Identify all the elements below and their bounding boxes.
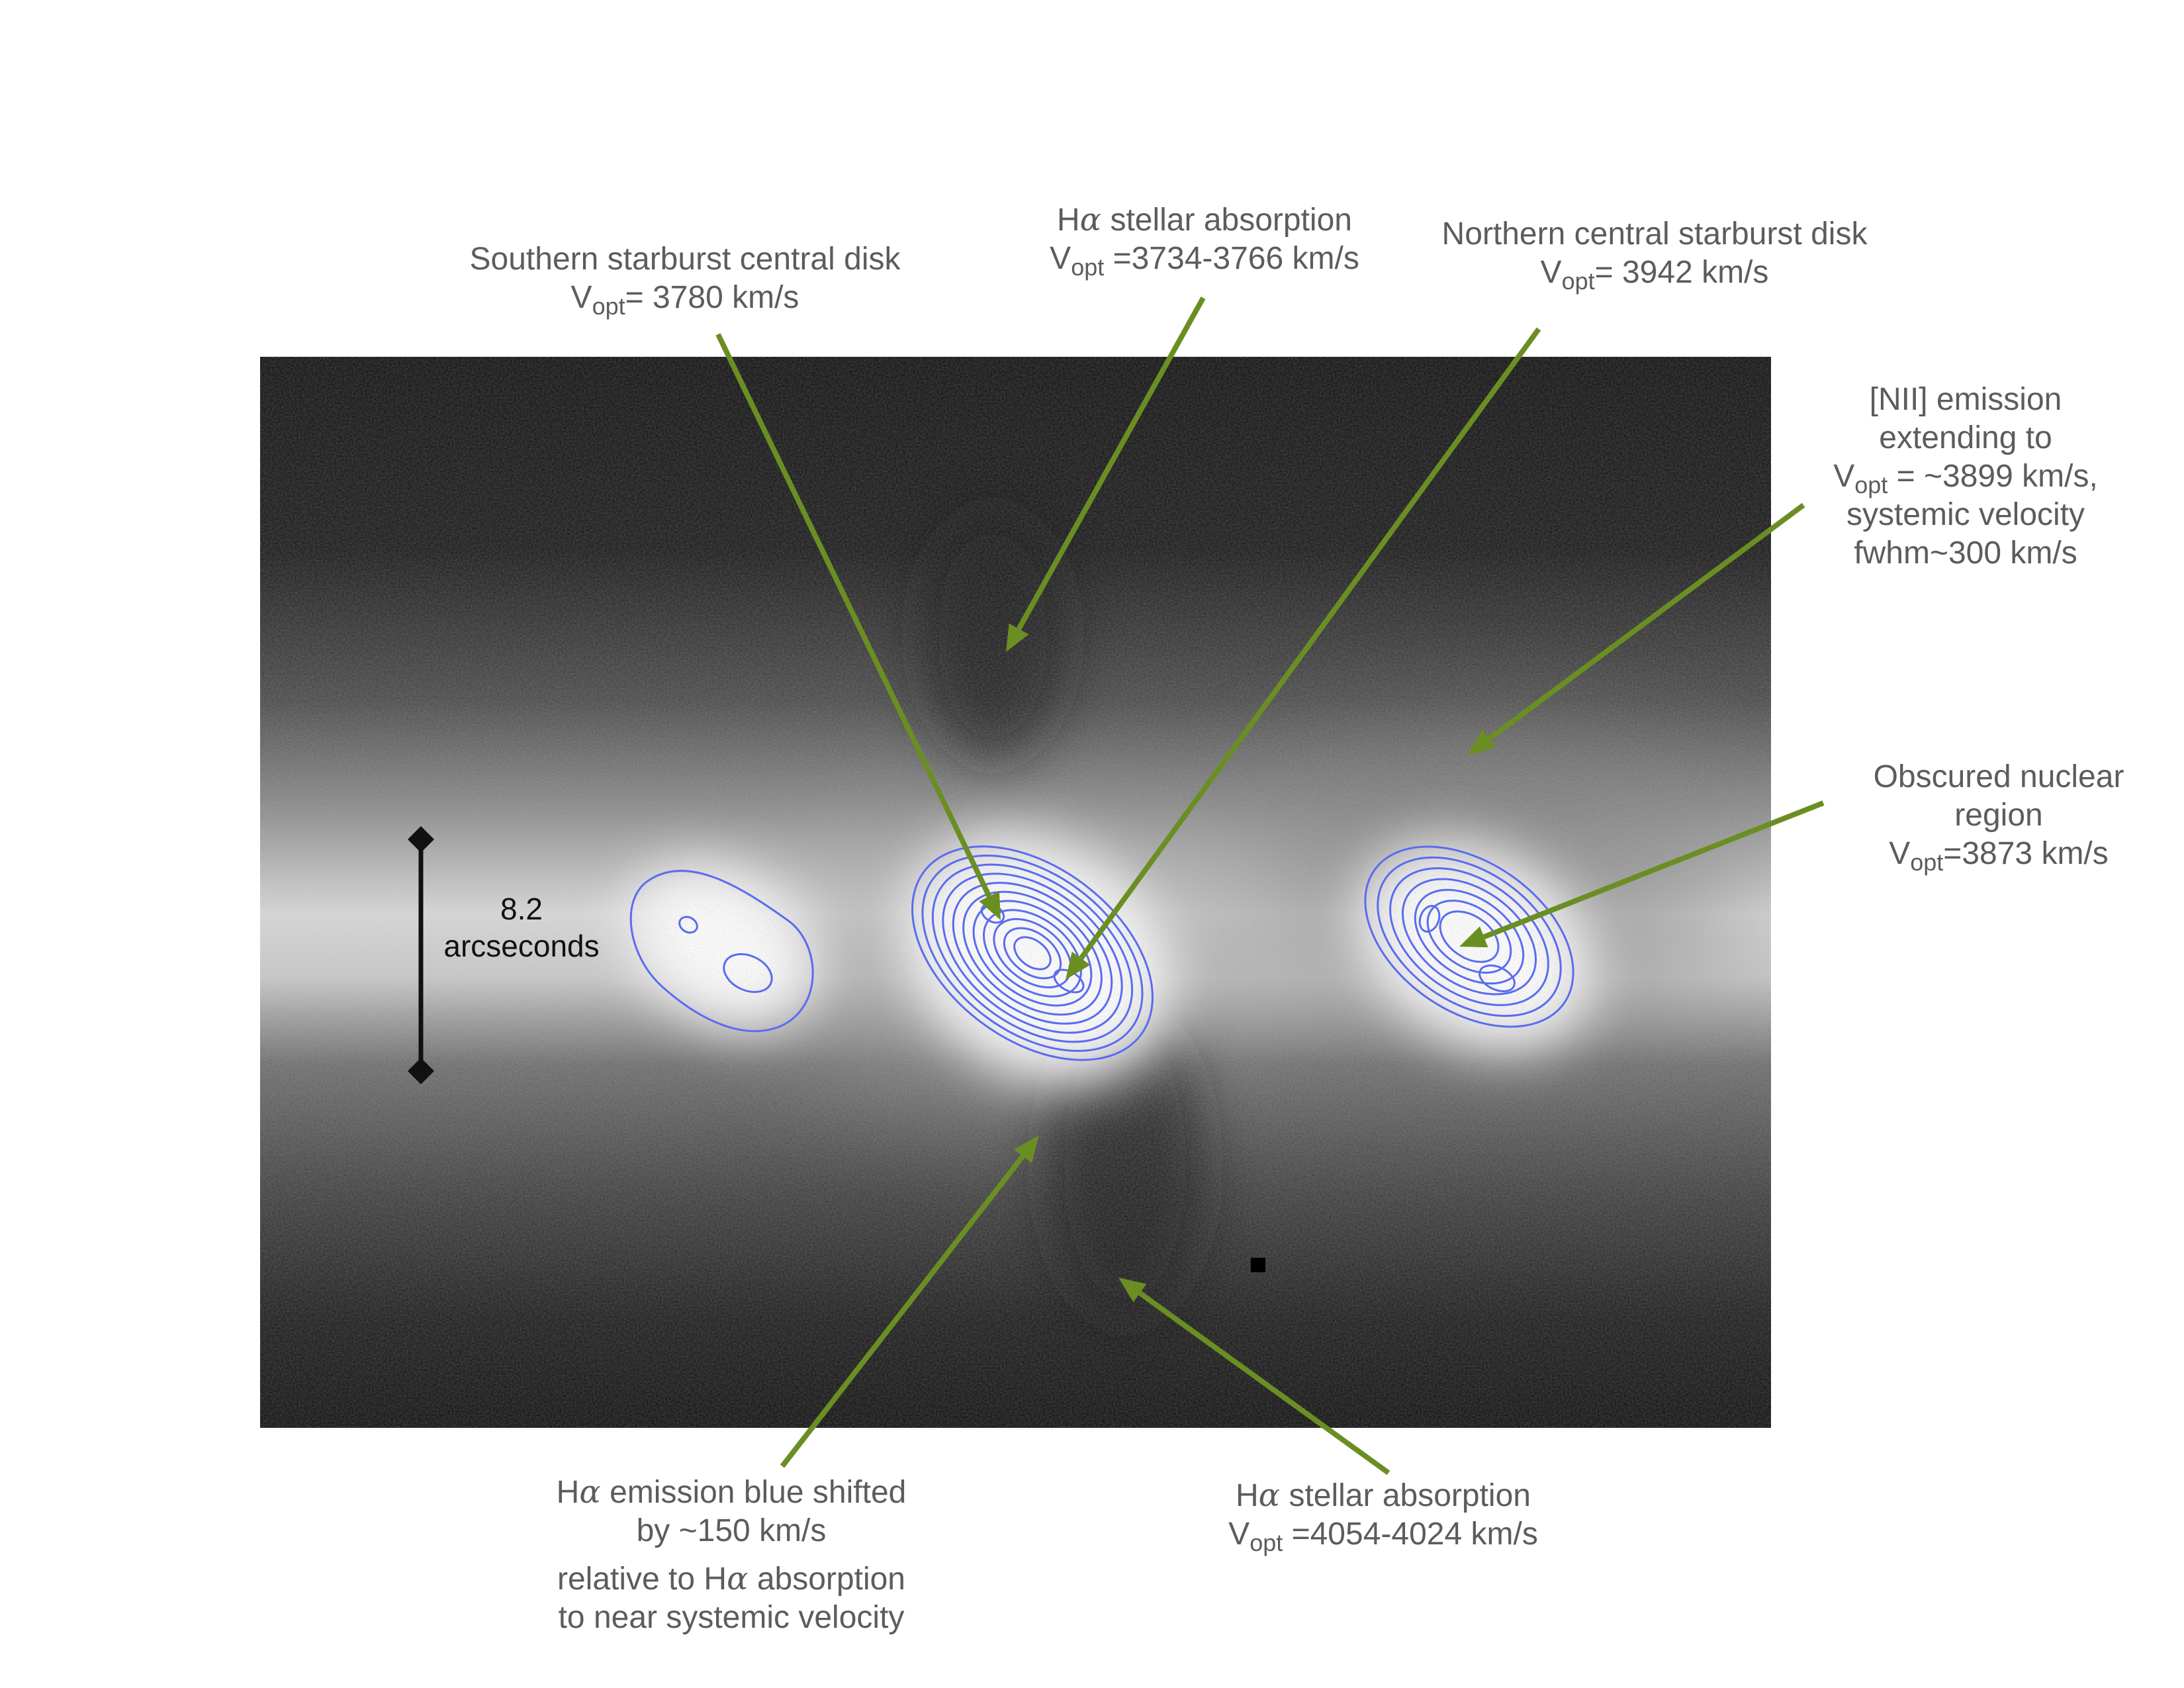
scale-bar-value: 8.2	[500, 892, 543, 926]
ha-absorption-top-velocity: Vopt =3734-3766 km/s	[1050, 241, 1359, 281]
contour-center-level-9	[993, 917, 1072, 989]
contour-center-level-4	[942, 872, 1123, 1034]
label-ha-absorption-bottom: Hα stellar absorption Vopt =4054-4024 km…	[1228, 1476, 1538, 1556]
arrow-ha-absorption-top	[1006, 297, 1206, 652]
contour-right-level-5	[1414, 888, 1525, 985]
southern-disk-title: Southern starburst central disk	[469, 242, 901, 277]
label-ha-emission-blue: Hα emission blue shifted by ~150 km/s re…	[556, 1474, 907, 1635]
arrow-obscured-nucleus	[1459, 800, 1825, 948]
contour-center-level-11	[1013, 936, 1052, 970]
contour-overlay	[629, 845, 1574, 1061]
ha-absorption-bottom-velocity: Vopt =4054-4024 km/s	[1228, 1517, 1538, 1556]
scale-bar-label: 8.2 arcseconds	[443, 890, 599, 964]
ha-emission-line1: Hα emission blue shifted	[556, 1474, 907, 1511]
contour-right-level-4	[1401, 878, 1537, 996]
contour-right-peak-b	[1479, 964, 1516, 992]
nii-velocity: Vopt = ~3899 km/s,	[1833, 459, 2098, 498]
contour-left-peak-a	[678, 915, 698, 934]
label-obscured-nucleus: Obscured nuclear region Vopt=3873 km/s	[1873, 759, 2124, 876]
arrow-layer	[715, 297, 1825, 1476]
label-southern-disk: Southern starburst central disk Vopt= 37…	[469, 240, 901, 320]
label-nii-emission: [NII] emission extending to Vopt = ~3899…	[1833, 382, 2098, 571]
arrow-southern-disk	[715, 333, 1001, 920]
label-northern-disk: Northern central starburst disk Vopt= 39…	[1441, 215, 1868, 295]
label-ha-absorption-top: Hα stellar absorption Vopt =3734-3766 km…	[1050, 201, 1359, 281]
contour-center-level-7	[972, 900, 1093, 1007]
southern-disk-velocity: Vopt= 3780 km/s	[570, 280, 799, 320]
arrow-ha-emission-blue	[780, 1135, 1039, 1468]
contour-center-level-3	[931, 863, 1134, 1043]
contour-center-level-10	[1003, 927, 1062, 980]
ha-absorption-bottom-title: Hα stellar absorption	[1236, 1477, 1531, 1514]
contour-right-level-7	[1439, 910, 1500, 963]
contour-center-level-1	[911, 845, 1154, 1061]
contour-right-level-6	[1426, 900, 1512, 974]
obscured-nucleus-velocity: Vopt=3873 km/s	[1889, 836, 2109, 876]
northern-disk-title: Northern central starburst disk	[1441, 216, 1868, 252]
scale-bar	[408, 826, 434, 1084]
contour-right-level-2	[1377, 856, 1562, 1017]
northern-disk-velocity: Vopt= 3942 km/s	[1540, 255, 1769, 295]
contour-left-outer	[629, 869, 814, 1033]
contour-right-level-1	[1364, 845, 1574, 1028]
contour-center-level-2	[921, 854, 1144, 1053]
contour-right-peak-a	[1418, 905, 1441, 933]
scale-bar-unit: arcseconds	[443, 929, 600, 963]
scale-bar-bottom-cap	[408, 1058, 434, 1084]
ha-absorption-top-title: Hα stellar absorption	[1057, 201, 1352, 238]
ha-emission-line3: relative to Hα absorption	[557, 1560, 906, 1597]
arrow-northern-disk	[1066, 327, 1541, 980]
contour-left-peak-b	[723, 953, 773, 994]
contour-center-level-6	[962, 890, 1103, 1016]
arrow-ha-absorption-bottom	[1118, 1278, 1390, 1476]
contour-right-level-3	[1389, 867, 1549, 1006]
scale-bar-top-cap	[408, 826, 434, 853]
contour-center-level-5	[952, 882, 1113, 1025]
arrow-nii-emission	[1468, 502, 1805, 755]
